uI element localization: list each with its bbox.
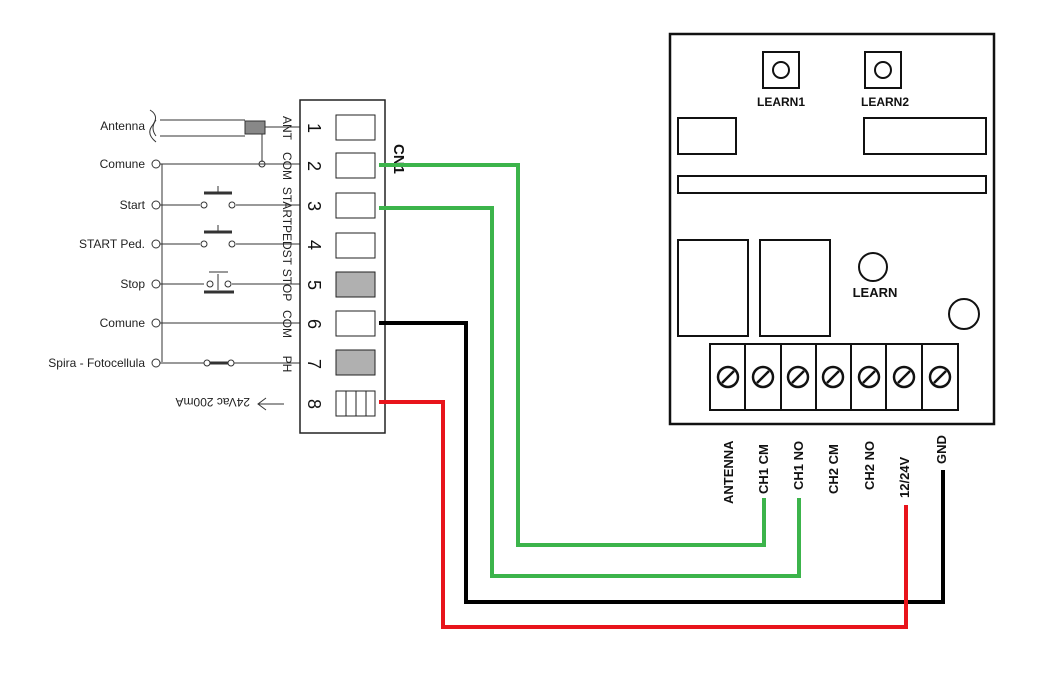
terminal-screw-ch2-cm <box>821 365 845 389</box>
cn1-connector: 1 2 3 4 5 6 7 8 ANT COM START PEDST STOP… <box>280 99 407 434</box>
pin-number-8: 8 <box>304 399 324 409</box>
wire-green-1 <box>379 163 766 547</box>
learn-button <box>858 252 888 282</box>
side-labels: Antenna Comune Start START Ped. Stop Com… <box>48 119 250 409</box>
pin-number-3: 3 <box>304 201 324 211</box>
component-block-right <box>863 117 987 155</box>
learn2-label: LEARN2 <box>861 95 909 109</box>
pin-func-ant: ANT <box>280 116 294 141</box>
relay-2 <box>759 239 831 337</box>
cn1-pin-3 <box>335 192 376 219</box>
pin-func-ph: PH <box>280 356 294 373</box>
pin-func-start: START <box>280 187 294 226</box>
wire-black <box>379 321 945 604</box>
cn1-pin-7 <box>335 349 376 376</box>
terminal-screw-12-24v <box>892 365 916 389</box>
pin-number-1: 1 <box>304 123 324 133</box>
label-supply-note: 24Vac 200mA <box>176 395 251 409</box>
wire-red <box>379 400 908 629</box>
label-comune-1: Comune <box>100 157 146 171</box>
pin-number-6: 6 <box>304 319 324 329</box>
cn1-pin-2 <box>335 152 376 179</box>
label-antenna: Antenna <box>100 119 145 133</box>
terminal-label-ch2-no: CH2 NO <box>862 441 877 490</box>
label-stop: Stop <box>120 277 145 291</box>
pin-number-4: 4 <box>304 240 324 250</box>
pin-func-com-2: COM <box>280 310 294 338</box>
relay-1 <box>677 239 749 337</box>
terminal-label-gnd: GND <box>934 435 949 464</box>
status-led <box>948 298 980 330</box>
label-start-ped: START Ped. <box>79 237 145 251</box>
pin-func-com-1: COM <box>280 152 294 180</box>
cn1-pin-5 <box>335 271 376 298</box>
terminal-screw-ch1-cm <box>751 365 775 389</box>
terminal-screw-gnd <box>928 365 952 389</box>
pin-number-2: 2 <box>304 161 324 171</box>
terminal-label-12-24v: 12/24V <box>897 456 912 498</box>
component-strip <box>677 175 987 194</box>
learn1-button <box>762 51 800 89</box>
cn1-title: CN1 <box>390 144 407 174</box>
label-spira-fotocellula: Spira - Fotocellula <box>48 356 145 370</box>
receiver-board: LEARN1 LEARN2 LEARN <box>668 32 996 504</box>
terminal-label-antenna: ANTENNA <box>721 440 736 504</box>
label-start: Start <box>120 198 146 212</box>
cn1-pin-6 <box>335 310 376 337</box>
terminal-screw-ch2-no <box>857 365 881 389</box>
cn1-pin-4 <box>335 232 376 259</box>
terminal-label-ch1-cm: CH1 CM <box>756 444 771 494</box>
label-comune-2: Comune <box>100 316 146 330</box>
left-circuit <box>149 109 300 411</box>
learn1-label: LEARN1 <box>757 95 805 109</box>
wires <box>379 163 945 629</box>
pin-number-7: 7 <box>304 359 324 369</box>
terminal-label-ch2-cm: CH2 CM <box>826 444 841 494</box>
learn-label: LEARN <box>853 285 898 300</box>
pin-func-pedst: PEDST <box>280 225 294 266</box>
learn2-button <box>864 51 902 89</box>
wire-green-2 <box>379 206 801 578</box>
terminal-label-ch1-no: CH1 NO <box>791 441 806 490</box>
pin-number-5: 5 <box>304 280 324 290</box>
component-block-left <box>677 117 737 155</box>
pin-func-stop: STOP <box>280 269 294 301</box>
terminal-screw-ch1-no <box>786 365 810 389</box>
cn1-pin-1 <box>335 114 376 141</box>
terminal-screw-antenna <box>716 365 740 389</box>
